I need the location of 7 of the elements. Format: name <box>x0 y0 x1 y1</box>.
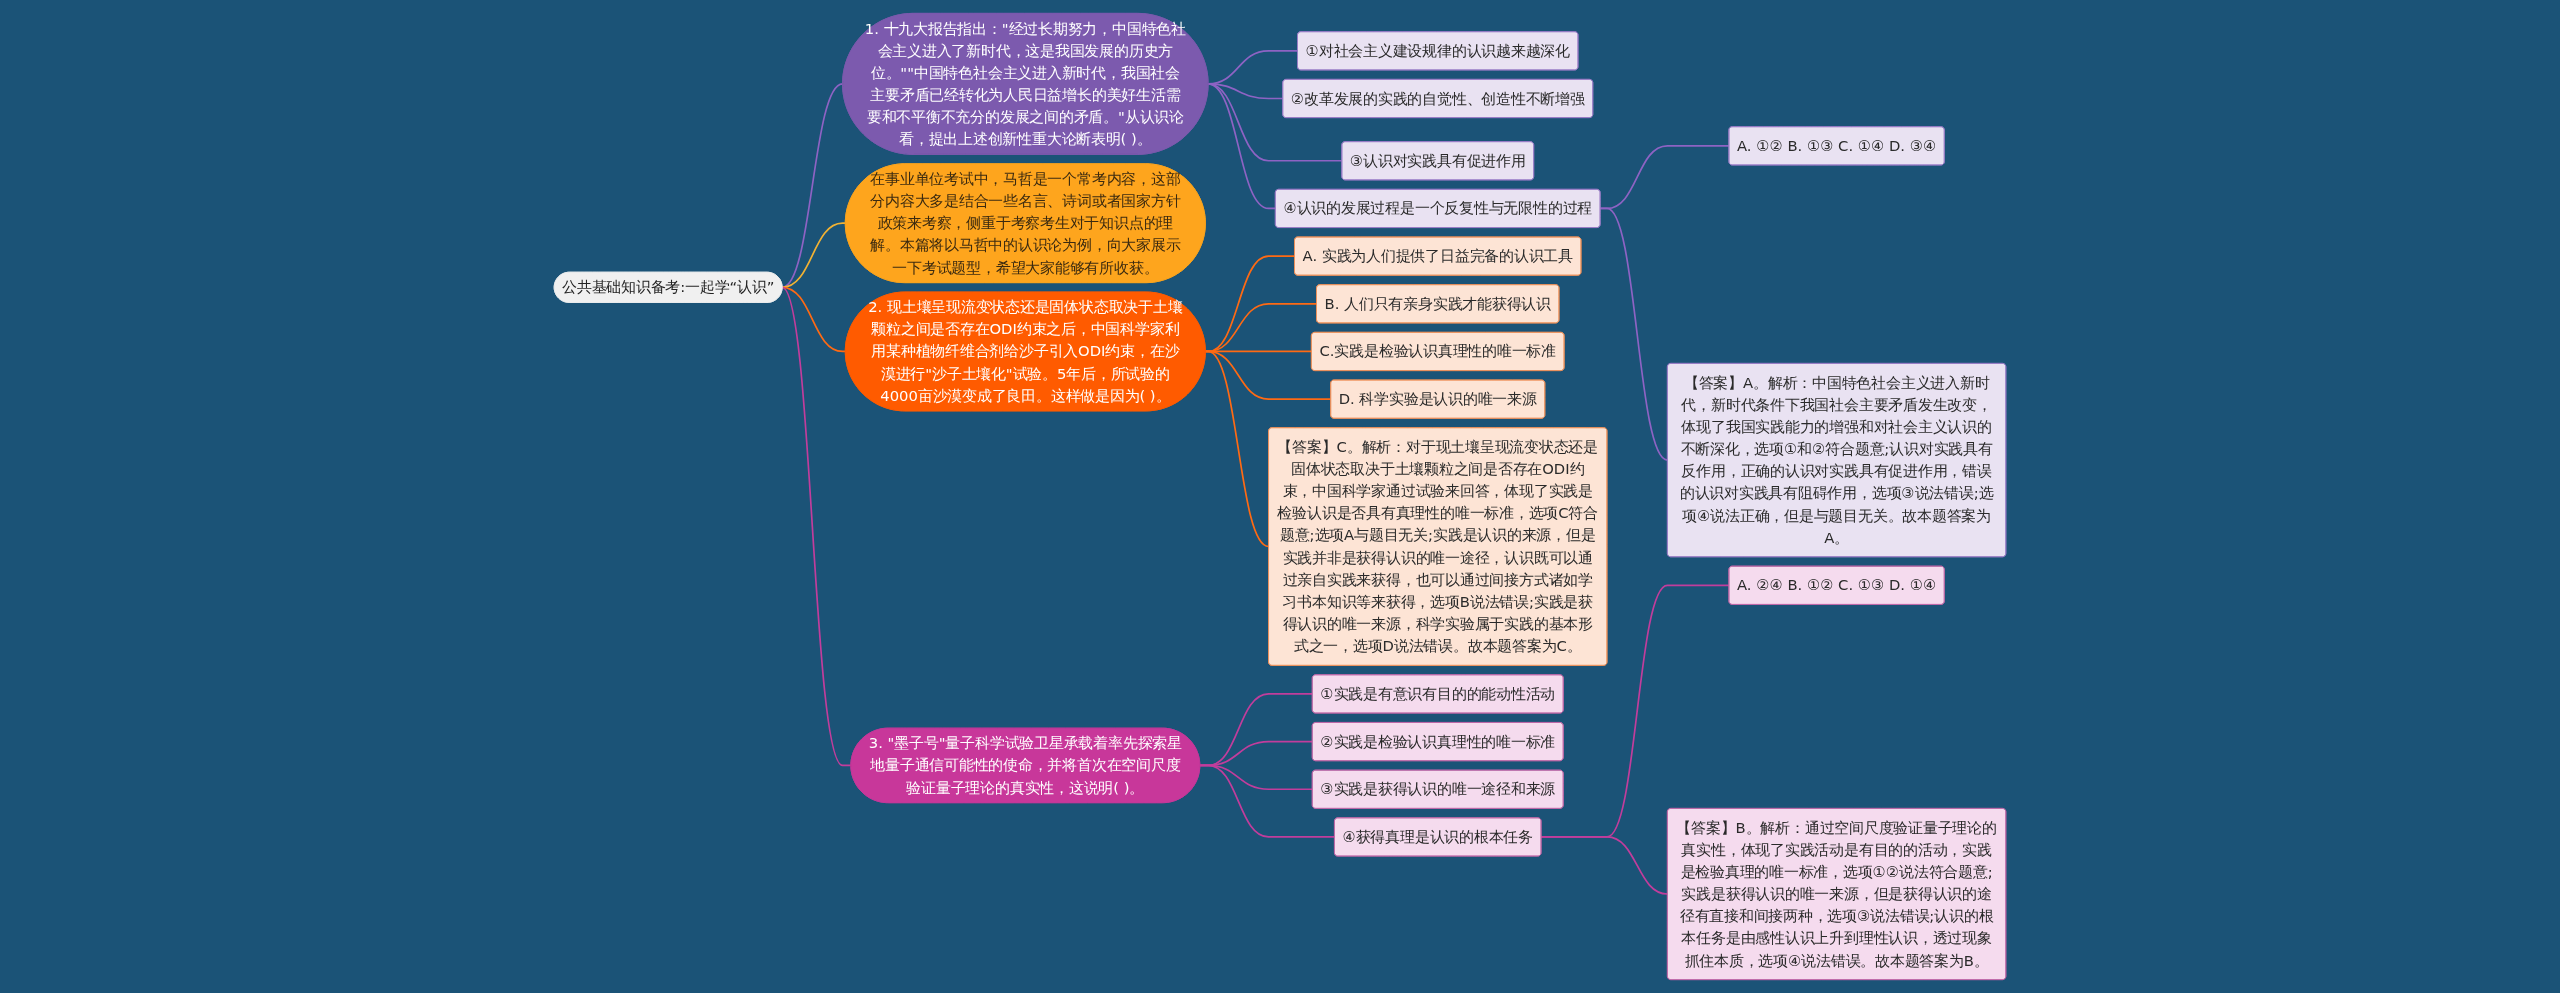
connector <box>1540 836 1669 895</box>
connector <box>1207 83 1277 210</box>
connector <box>781 286 852 767</box>
connector <box>1198 764 1336 838</box>
connector <box>1204 350 1270 548</box>
connector <box>781 222 847 289</box>
connector <box>1599 207 1669 461</box>
